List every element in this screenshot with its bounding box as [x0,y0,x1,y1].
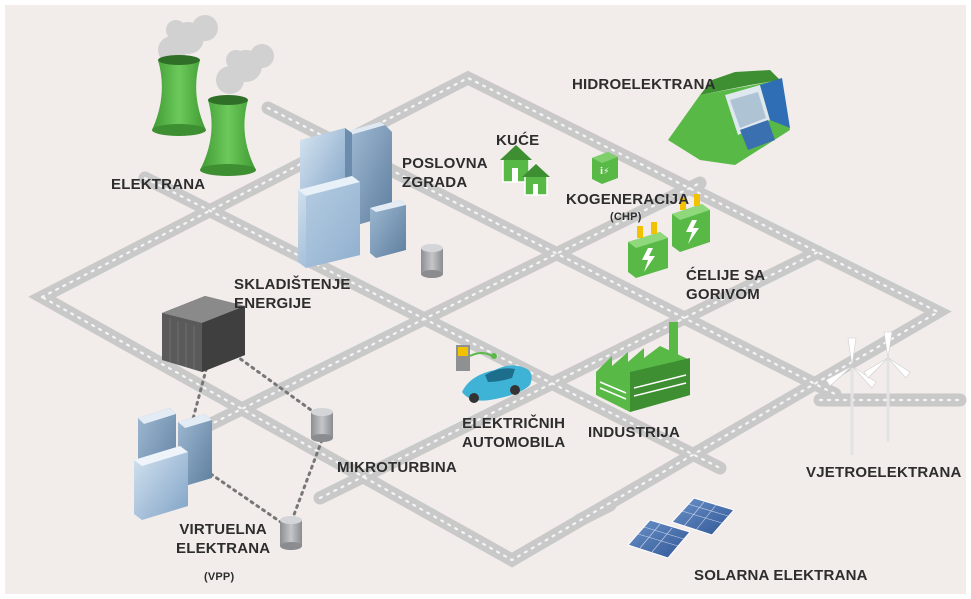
factory-icon [596,322,690,412]
label-skladistenje-energije: SKLADIŠTENJE ENERGIJE [234,275,351,313]
label-elektricnih-line1: ELEKTRIČNIH [462,415,566,432]
label-industrija: INDUSTRIJA [588,424,681,441]
cogeneration-icon: i⚡ [592,152,618,184]
label-poslovna-line1: POSLOVNA [402,155,488,172]
label-kogeneracija: KOGENERACIJA [566,191,690,208]
label-elektricnih-line2: AUTOMOBILA [462,434,566,451]
label-skladistenje-line2: ENERGIJE [234,295,312,312]
svg-text:i⚡: i⚡ [600,167,609,177]
label-poslovna-line2: ZGRADA [402,174,468,191]
label-virtuelna-elektrana: VIRTUELNA ELEKTRANA [176,520,270,558]
cooling-towers-icon [152,15,274,176]
label-mikroturbina: MIKROTURBINA [337,459,457,476]
label-kuce: KUĆE [496,132,540,149]
fuel-cell-icon [628,194,710,278]
label-celije-line2: GORIVOM [686,286,760,303]
label-elektrana: ELEKTRANA [111,176,206,193]
virtual-power-plant-icon [134,408,212,520]
solar-panel-icon [627,497,735,559]
electric-car-icon [456,345,532,403]
label-virtuelna-line2: ELEKTRANA [176,540,271,557]
label-celije-line1: ĆELIJE SA [686,267,766,284]
label-celije-sa-gorivom: ĆELIJE SA GORIVOM [686,266,765,304]
label-elektricnih-automobila: ELEKTRIČNIH AUTOMOBILA [462,414,565,452]
label-solarna-elektrana: SOLARNA ELEKTRANA [694,567,868,584]
houses-icon [500,145,550,196]
hydro-dam-icon [668,70,790,165]
office-building-icon [298,122,406,268]
label-hidroelektrana: HIDROELEKTRANA [572,76,716,93]
microturbine-icon [280,244,443,550]
label-vpp: (VPP) [204,571,235,583]
battery-storage-icon [162,296,245,372]
label-vjetroelektrana: VJETROELEKTRANA [806,464,962,481]
label-skladistenje-line1: SKLADIŠTENJE [234,276,351,293]
label-virtuelna-line1: VIRTUELNA [179,521,267,538]
label-chp: (CHP) [610,211,642,223]
label-poslovna-zgrada: POSLOVNA ZGRADA [402,154,488,192]
wind-turbine-icon [825,331,911,455]
